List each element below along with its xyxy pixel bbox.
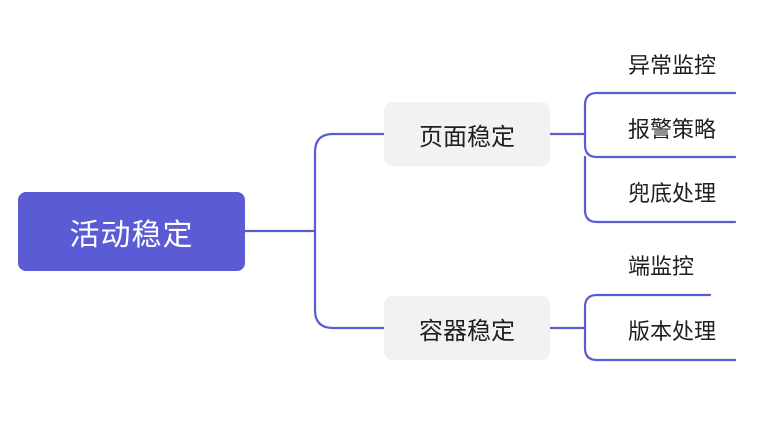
- branch-node-label: 容器稳定: [419, 316, 515, 345]
- leaf-node-client-monitoring[interactable]: 端监控: [628, 255, 695, 280]
- branch-node-page-stability[interactable]: 页面稳定: [384, 102, 550, 166]
- connector-branch-1-leaf-2: [583, 132, 737, 159]
- connector-branch-1-leaf-3: [583, 155, 737, 224]
- leaf-node-version-handling[interactable]: 版本处理: [628, 320, 717, 345]
- connector-branch-2-leaf-1: [583, 293, 712, 330]
- branch-node-container-stability[interactable]: 容器稳定: [384, 296, 550, 360]
- root-node[interactable]: 活动稳定: [18, 192, 245, 271]
- branch-node-label: 页面稳定: [419, 122, 515, 151]
- connector-branch-1-leaf-1: [583, 91, 737, 136]
- connector-root-to-branch-2: [313, 229, 386, 330]
- connector-branch-2-leaf-2: [583, 326, 737, 362]
- root-node-label: 活动稳定: [69, 217, 194, 253]
- leaf-node-fallback-handling[interactable]: 兜底处理: [628, 182, 717, 207]
- connector-root-to-branch-1: [243, 132, 386, 233]
- leaf-node-exception-monitoring[interactable]: 异常监控: [628, 54, 717, 79]
- leaf-node-alert-policy[interactable]: 报警策略: [628, 118, 717, 143]
